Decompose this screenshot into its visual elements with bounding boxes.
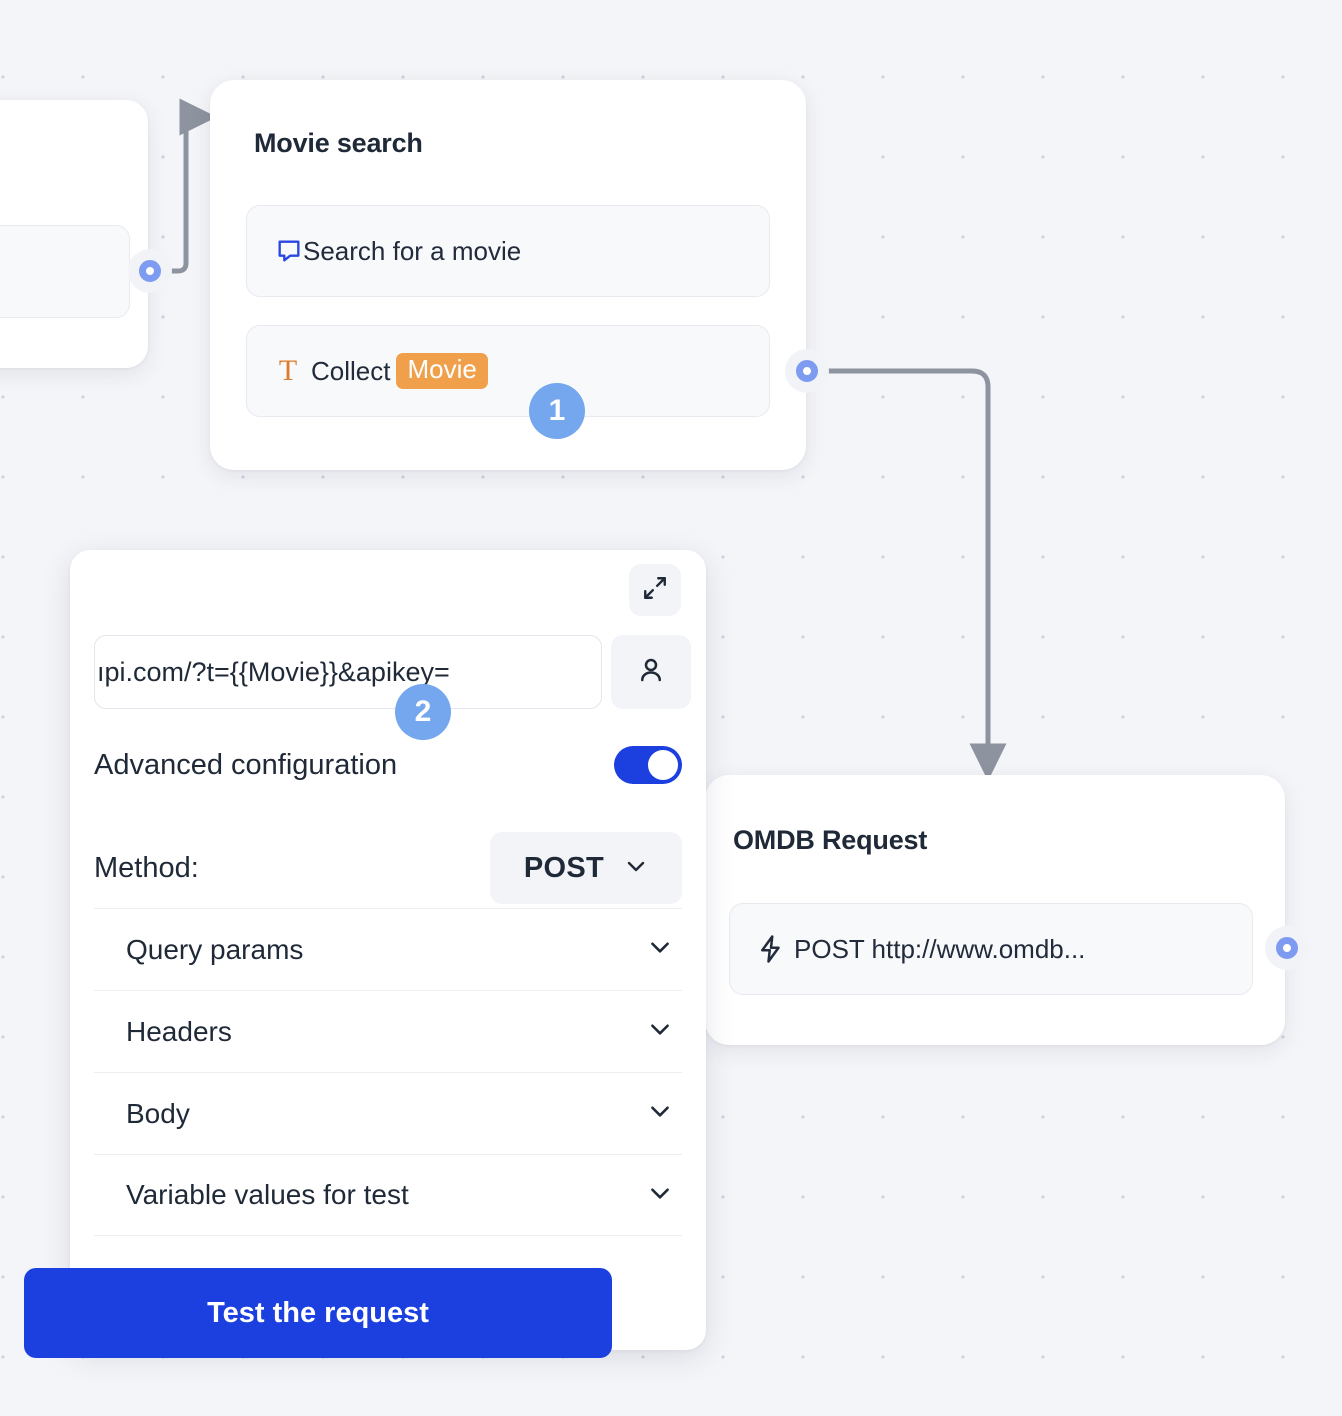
expand-diagonal-icon (642, 575, 668, 606)
node-row-search-for-a-movie[interactable]: Search for a movie (246, 205, 770, 297)
accordion-row-headers[interactable]: Headers (94, 990, 682, 1072)
chat-bubble-icon (275, 237, 303, 265)
chevron-down-icon[interactable] (647, 1016, 673, 1047)
accordion-sections: Query params Headers Body (94, 908, 682, 1236)
accordion-label-query-params: Query params (126, 933, 304, 965)
connection-handle-partial-output[interactable] (128, 249, 172, 293)
node-omdb-request[interactable]: OMDB Request POST http://www.omdb... (705, 775, 1285, 1045)
accordion-row-variable-values-for-test[interactable]: Variable values for test (94, 1154, 682, 1236)
request-url-input[interactable] (94, 635, 602, 709)
accordion-label-headers: Headers (126, 1015, 232, 1047)
partial-node-left[interactable] (0, 100, 148, 368)
user-credentials-button[interactable] (611, 635, 691, 709)
accordion-row-query-params[interactable]: Query params (94, 908, 682, 990)
node-row-omdb-post-request[interactable]: POST http://www.omdb... (729, 903, 1253, 995)
url-row[interactable] (94, 635, 691, 709)
test-the-request-button[interactable]: Test the request (24, 1268, 612, 1358)
lightning-bolt-icon (756, 934, 786, 964)
variable-chip-movie[interactable]: Movie (396, 353, 488, 389)
method-select[interactable]: POST (490, 832, 682, 904)
user-icon (636, 655, 666, 690)
chevron-down-icon[interactable] (647, 934, 673, 965)
row-label-collect: Collect (311, 355, 391, 386)
chevron-down-icon[interactable] (647, 1098, 673, 1129)
edge-movie-search-to-omdb (825, 368, 1007, 782)
connection-handle-omdb-output[interactable] (1265, 926, 1309, 970)
node-movie-search[interactable]: Movie search Search for a movie T Collec… (210, 80, 806, 470)
node-row-collect-movie[interactable]: T Collect Movie (246, 325, 770, 417)
method-row: Method: POST (94, 832, 682, 904)
method-selected-value: POST (523, 851, 605, 884)
partial-node-row[interactable] (0, 225, 130, 318)
step-badge-1: 1 (529, 383, 585, 439)
method-label: Method: (94, 851, 199, 884)
edge-partial-to-movie-search (169, 98, 218, 274)
chevron-down-icon (624, 854, 648, 883)
chevron-down-icon[interactable] (647, 1180, 673, 1211)
omdb-request-title: OMDB Request (733, 825, 928, 855)
connection-handle-movie-search-output[interactable] (785, 349, 829, 393)
accordion-label-body: Body (126, 1097, 190, 1129)
advanced-configuration-row[interactable]: Advanced configuration (94, 746, 682, 784)
accordion-label-variable-values-for-test: Variable values for test (126, 1179, 409, 1210)
accordion-row-body[interactable]: Body (94, 1072, 682, 1154)
expand-panel-button[interactable] (629, 564, 681, 616)
advanced-configuration-toggle[interactable] (614, 746, 682, 784)
row-label-omdb-post: POST http://www.omdb... (794, 933, 1086, 964)
movie-search-title: Movie search (254, 128, 423, 158)
text-t-icon: T (278, 354, 298, 387)
request-config-panel[interactable]: Advanced configuration Method: POST Quer… (70, 550, 706, 1350)
step-badge-2: 2 (395, 684, 451, 740)
advanced-configuration-label: Advanced configuration (94, 748, 398, 781)
row-label-search-for-a-movie: Search for a movie (303, 235, 522, 266)
